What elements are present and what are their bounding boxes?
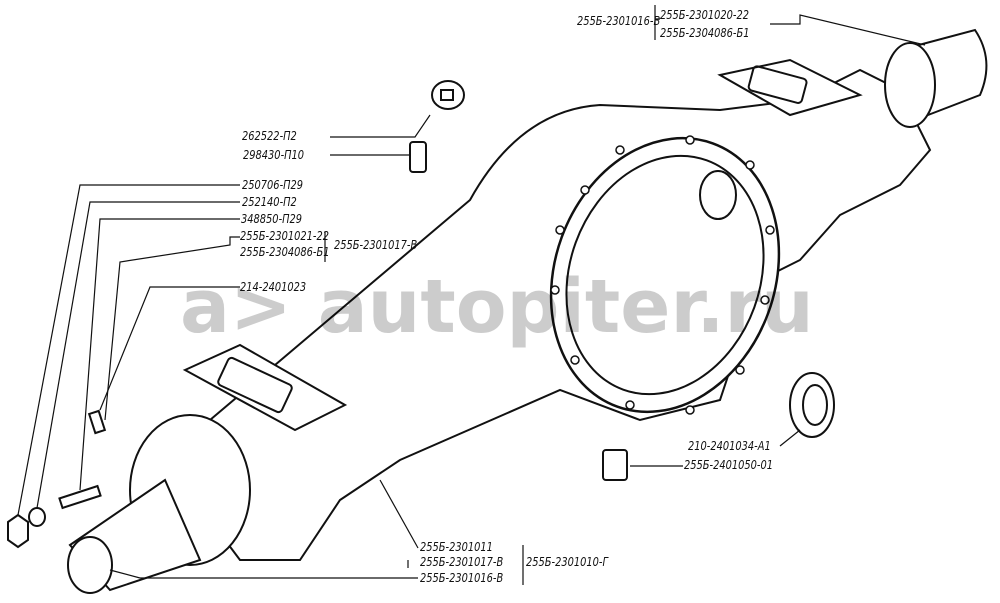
drain-plug (602, 449, 628, 481)
label-top-assembly: 255Б-2301016-В (577, 14, 661, 28)
label-top-part-2: 255Б-2304086-Б1 (660, 26, 750, 40)
label-left-part-2: 255Б-2304086-Б1 (240, 245, 330, 259)
label-stud: 348850-П29 (241, 212, 303, 226)
label-nut: 250706-П29 (242, 178, 304, 192)
label-housing: 255Б-2301011 (420, 540, 493, 554)
label-pin: 214-2401023 (240, 280, 307, 294)
label-left-part-1: 255Б-2301021-22 (240, 229, 329, 243)
washer (28, 507, 46, 527)
label-top-part-1: 255Б-2301020-22 (660, 8, 749, 22)
label-drain-plug: 255Б-2401050-01 (684, 458, 773, 472)
breather (409, 141, 427, 173)
seal-ring (789, 372, 835, 438)
label-main-assembly: 255Б-2301010-Г (526, 555, 608, 569)
nut (7, 513, 29, 549)
label-bottom-part-1: 255Б-2301017-В (420, 555, 504, 569)
stud (58, 409, 107, 510)
label-plug: 262522-П2 (242, 129, 297, 143)
plug (431, 80, 465, 110)
label-bottom-part-2: 255Б-2301016-В (420, 571, 504, 585)
label-breather: 298430-П10 (243, 148, 305, 162)
label-seal: 210-2401034-А1 (688, 439, 771, 453)
label-left-assembly: 255Б-2301017-В (334, 238, 418, 252)
label-washer: 252140-П2 (242, 195, 297, 209)
